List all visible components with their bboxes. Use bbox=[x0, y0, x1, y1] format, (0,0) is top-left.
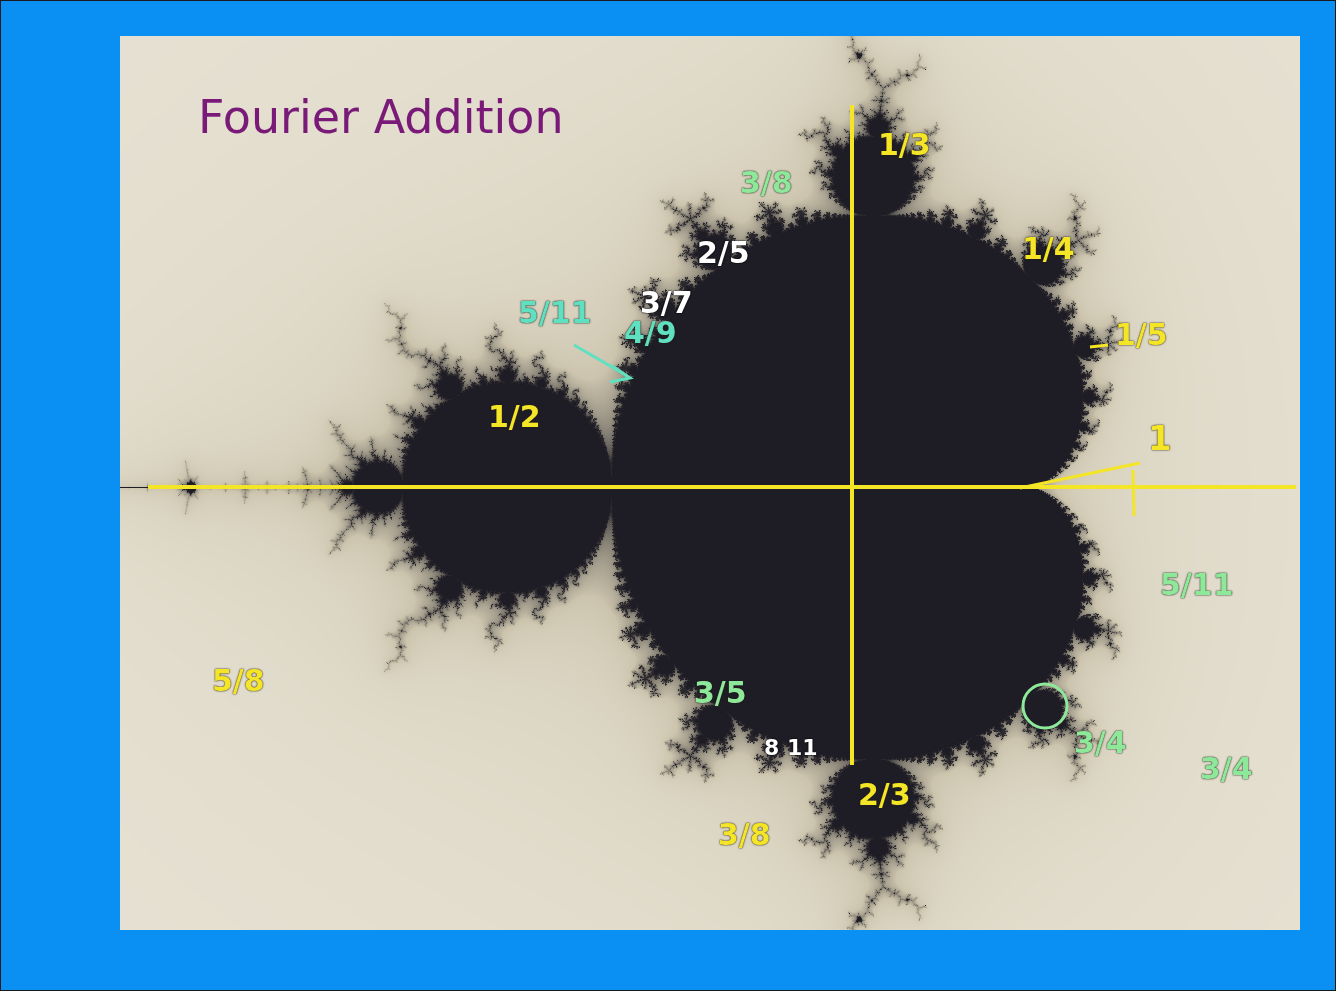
fraction-label: 2/5 bbox=[697, 236, 750, 269]
fraction-label: 4/9 bbox=[624, 316, 677, 349]
slide-title: Fourier Addition bbox=[198, 92, 564, 143]
angle-stroke bbox=[1020, 463, 1140, 488]
fraction-label: 5/8 bbox=[212, 664, 265, 697]
fraction-label: 1/5 bbox=[1115, 318, 1168, 351]
tick-mark bbox=[1133, 470, 1134, 516]
dash-mark bbox=[1090, 345, 1108, 347]
pointer-arrow bbox=[574, 345, 624, 374]
fraction-label: 3/5 bbox=[694, 676, 747, 709]
fraction-label: 3/8 bbox=[740, 166, 793, 199]
fraction-label: 1/4 bbox=[1022, 232, 1075, 265]
fraction-label: 5/11 bbox=[1160, 568, 1234, 601]
fraction-label: 3/7 bbox=[640, 286, 693, 319]
bulb-circle bbox=[1023, 684, 1067, 728]
fraction-label: 1/3 bbox=[878, 128, 931, 161]
fraction-label: 1/2 bbox=[488, 400, 541, 433]
fraction-label: 3/4 bbox=[1074, 726, 1127, 759]
fraction-label: 3/8 bbox=[718, 818, 771, 851]
arrow-head bbox=[610, 366, 630, 382]
mandelbrot-set bbox=[120, 36, 1300, 930]
fraction-label: 2/3 bbox=[858, 778, 911, 811]
fraction-label: 3/4 bbox=[1200, 752, 1253, 785]
fraction-label: 1 bbox=[1148, 420, 1172, 457]
imaginary-axis bbox=[850, 105, 854, 765]
real-axis bbox=[148, 485, 1296, 489]
fraction-label: 5/11 bbox=[518, 296, 592, 329]
fraction-label: 8 11 bbox=[764, 736, 818, 760]
